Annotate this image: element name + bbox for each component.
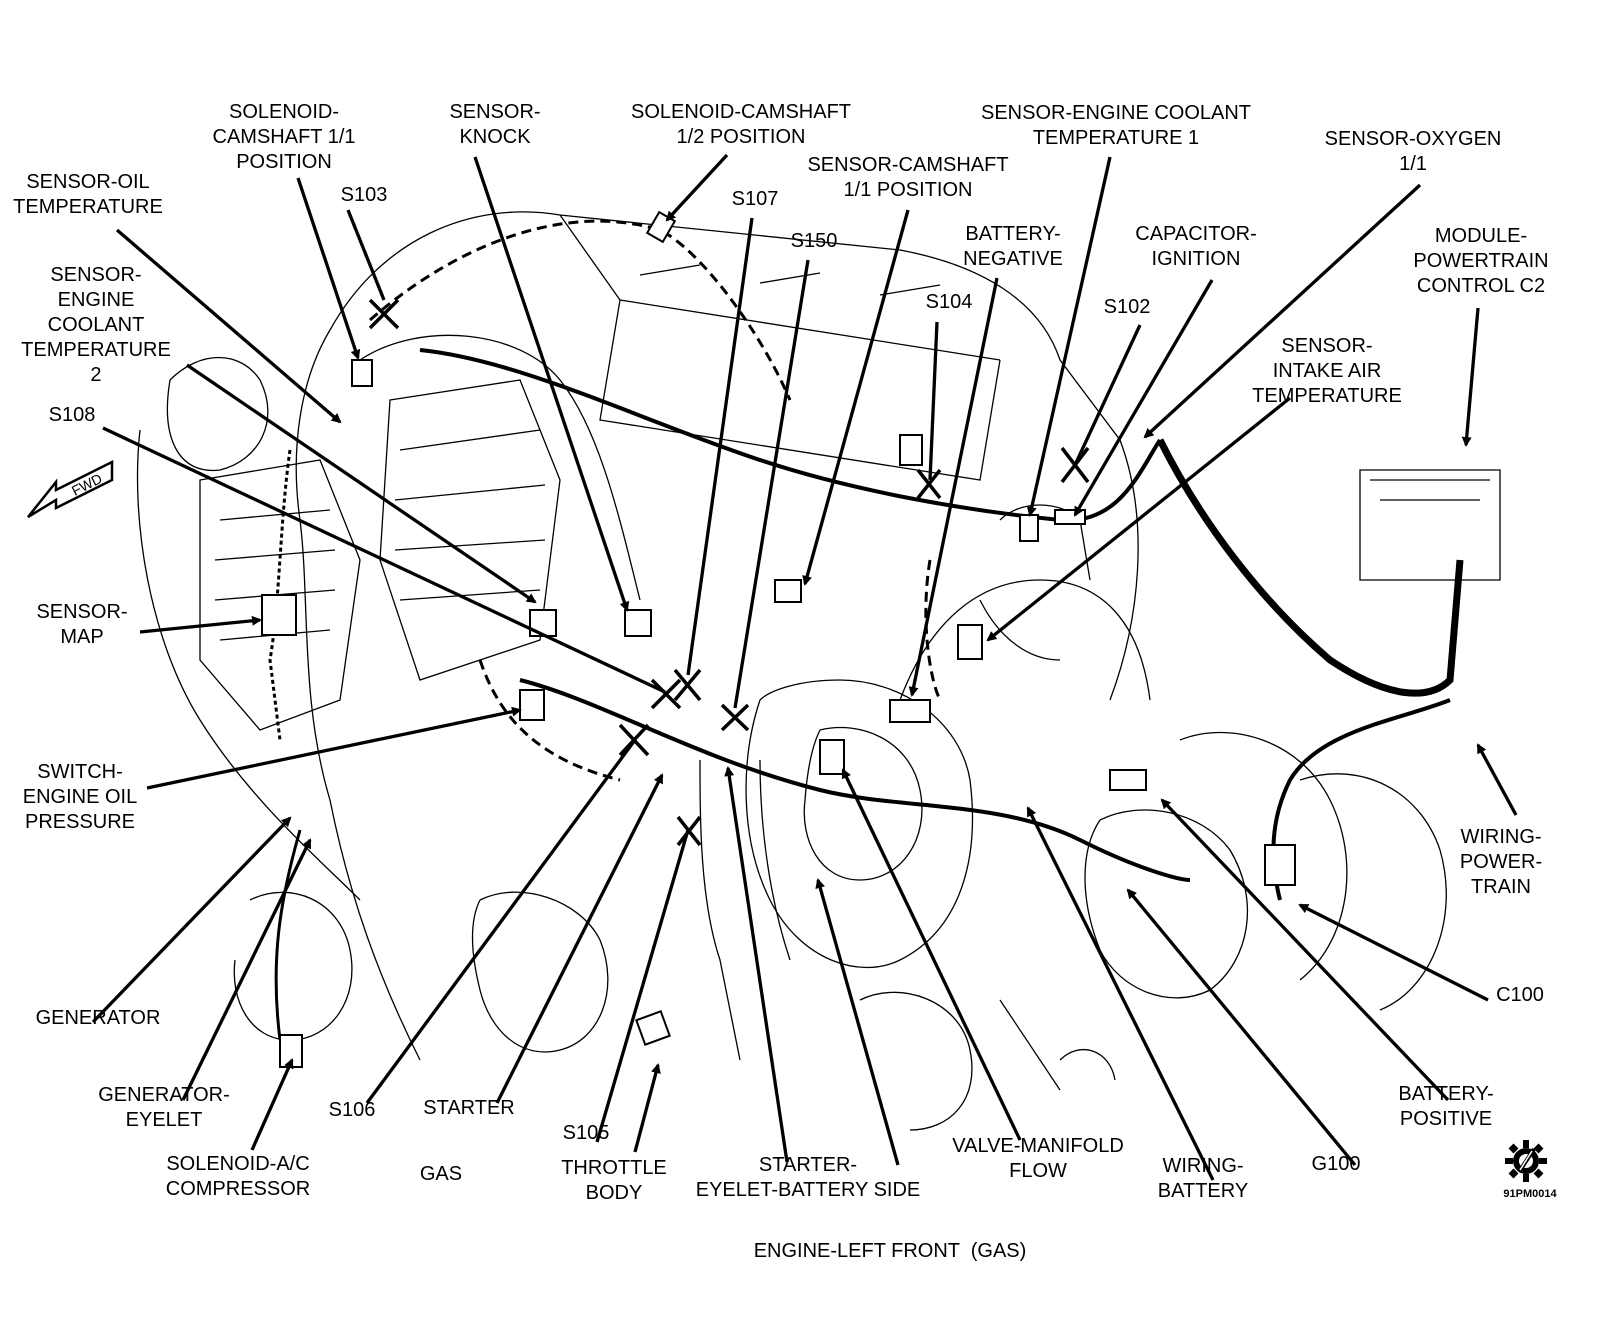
splice-mark-s107 [673, 668, 702, 702]
splice-mark-s104 [916, 468, 942, 500]
label-sensor-camshaft-1-1: SENSOR-CAMSHAFT 1/1 POSITION [807, 154, 1009, 201]
leader-s150 [733, 259, 810, 709]
label-battery-negative: BATTERY- NEGATIVE [963, 223, 1063, 270]
gear-engine-icon [1505, 1140, 1547, 1182]
leader-sensor-ect-2 [186, 363, 537, 604]
fwd-label: FWD [69, 470, 105, 499]
splice-mark-s108 [650, 678, 682, 710]
leader-s102 [1073, 324, 1142, 466]
label-capacitor-ignition: CAPACITOR- IGNITION [1135, 223, 1257, 270]
leader-s106 [365, 739, 637, 1104]
label-s103: S103 [340, 184, 388, 206]
splice-mark-s150 [720, 703, 750, 732]
leader-wiring-battery [1026, 806, 1215, 1181]
figure-id: 91PM0014 [1503, 1188, 1557, 1200]
label-sensor-knock: SENSOR- KNOCK [449, 101, 541, 148]
forward-direction-arrow-icon: FWD [27, 459, 114, 519]
leader-starter [495, 773, 664, 1104]
label-solenoid-camshaft-1-2: SOLENOID-CAMSHAFT 1/2 POSITION [630, 101, 852, 148]
engine-line-art [136, 211, 1501, 1131]
leader-solenoid-ac [250, 1058, 294, 1151]
label-wiring-powertrain: WIRING- POWER- TRAIN [1459, 826, 1543, 898]
leader-starter-eyelet-2 [815, 878, 900, 1166]
label-sensor-ect-2: SENSOR- ENGINE COOLANT TEMPERATURE 2 [21, 264, 171, 386]
label-module-powertrain-control: MODULE- POWERTRAIN CONTROL C2 [1413, 225, 1549, 297]
leader-sensor-map [139, 615, 262, 634]
wiring-harness [268, 219, 1464, 1041]
leader-starter-eyelet [724, 766, 789, 1163]
splice-mark-s103 [368, 298, 400, 330]
leader-sensor-iat [986, 396, 1292, 642]
leader-sensor-ect-1 [1026, 156, 1112, 517]
label-sensor-oxygen: SENSOR-OXYGEN 1/1 [1324, 128, 1502, 175]
label-s150: S150 [790, 230, 838, 252]
label-wiring-battery: WIRING- BATTERY [1157, 1155, 1249, 1202]
label-starter-eyelet-battery-side: STARTER- EYELET-BATTERY SIDE [695, 1154, 921, 1201]
connectors [261, 210, 1296, 1068]
label-sensor-ect-1: SENSOR-ENGINE COOLANT TEMPERATURE 1 [980, 102, 1252, 149]
leader-s107 [686, 217, 754, 676]
label-s104: S104 [925, 291, 973, 313]
leader-sensor-knock [473, 156, 630, 612]
leader-battery-positive [1160, 798, 1450, 1102]
label-generator: GENERATOR [35, 1007, 161, 1029]
label-g100: G100 [1311, 1153, 1361, 1175]
leader-sensor-oil-temp [115, 228, 342, 424]
leader-capacitor-ignition [1073, 279, 1214, 517]
label-solenoid-camshaft-1-1: SOLENOID- CAMSHAFT 1/1 POSITION [212, 101, 356, 173]
leader-battery-negative [908, 277, 999, 697]
leader-solenoid-camshaft-1-2 [665, 153, 729, 222]
leader-s108 [102, 426, 666, 694]
leader-g100 [1126, 888, 1357, 1167]
label-s105: S105 [562, 1122, 610, 1144]
leader-lines [91, 153, 1518, 1181]
label-s102: S102 [1103, 296, 1151, 318]
leader-sensor-oxygen [1143, 183, 1422, 439]
leader-s103 [346, 209, 386, 301]
leader-solenoid-camshaft-1-1 [296, 177, 361, 360]
label-starter: STARTER [423, 1097, 515, 1119]
leader-sensor-camshaft [802, 209, 910, 586]
label-sensor-intake-air-temperature: SENSOR- INTAKE AIR TEMPERATURE [1252, 335, 1402, 407]
label-valve-manifold-flow: VALVE-MANIFOLD FLOW [952, 1135, 1124, 1182]
label-battery-positive: BATTERY- POSITIVE [1398, 1083, 1494, 1130]
label-s106: S106 [328, 1099, 376, 1121]
leader-valve-manifold [841, 768, 1022, 1141]
leader-s104 [928, 321, 939, 481]
leader-wiring-powertrain [1476, 743, 1518, 816]
label-sensor-map: SENSOR- MAP [36, 601, 128, 648]
leader-throttle-body [633, 1063, 661, 1153]
label-switch-engine-oil-pressure: SWITCH- ENGINE OIL PRESSURE [22, 761, 138, 833]
leader-generator-eyelet [181, 838, 312, 1101]
leader-generator [91, 816, 292, 1024]
label-generator-eyelet: GENERATOR- EYELET [98, 1084, 230, 1131]
label-throttle-body: THROTTLE BODY [561, 1157, 667, 1204]
leader-s105 [595, 829, 690, 1143]
label-sensor-oil-temperature: SENSOR-OIL TEMPERATURE [13, 171, 163, 218]
label-variant-gas: GAS [419, 1163, 463, 1185]
diagram-caption: ENGINE-LEFT FRONT (GAS) [753, 1240, 1027, 1262]
leader-switch-oil-pressure [146, 706, 522, 790]
leader-c100 [1298, 903, 1489, 1002]
label-solenoid-ac-compressor: SOLENOID-A/C COMPRESSOR [165, 1153, 311, 1200]
label-s107: S107 [731, 188, 779, 210]
leader-module-pcm [1461, 307, 1480, 447]
label-c100: C100 [1496, 984, 1544, 1006]
label-s108: S108 [48, 404, 96, 426]
